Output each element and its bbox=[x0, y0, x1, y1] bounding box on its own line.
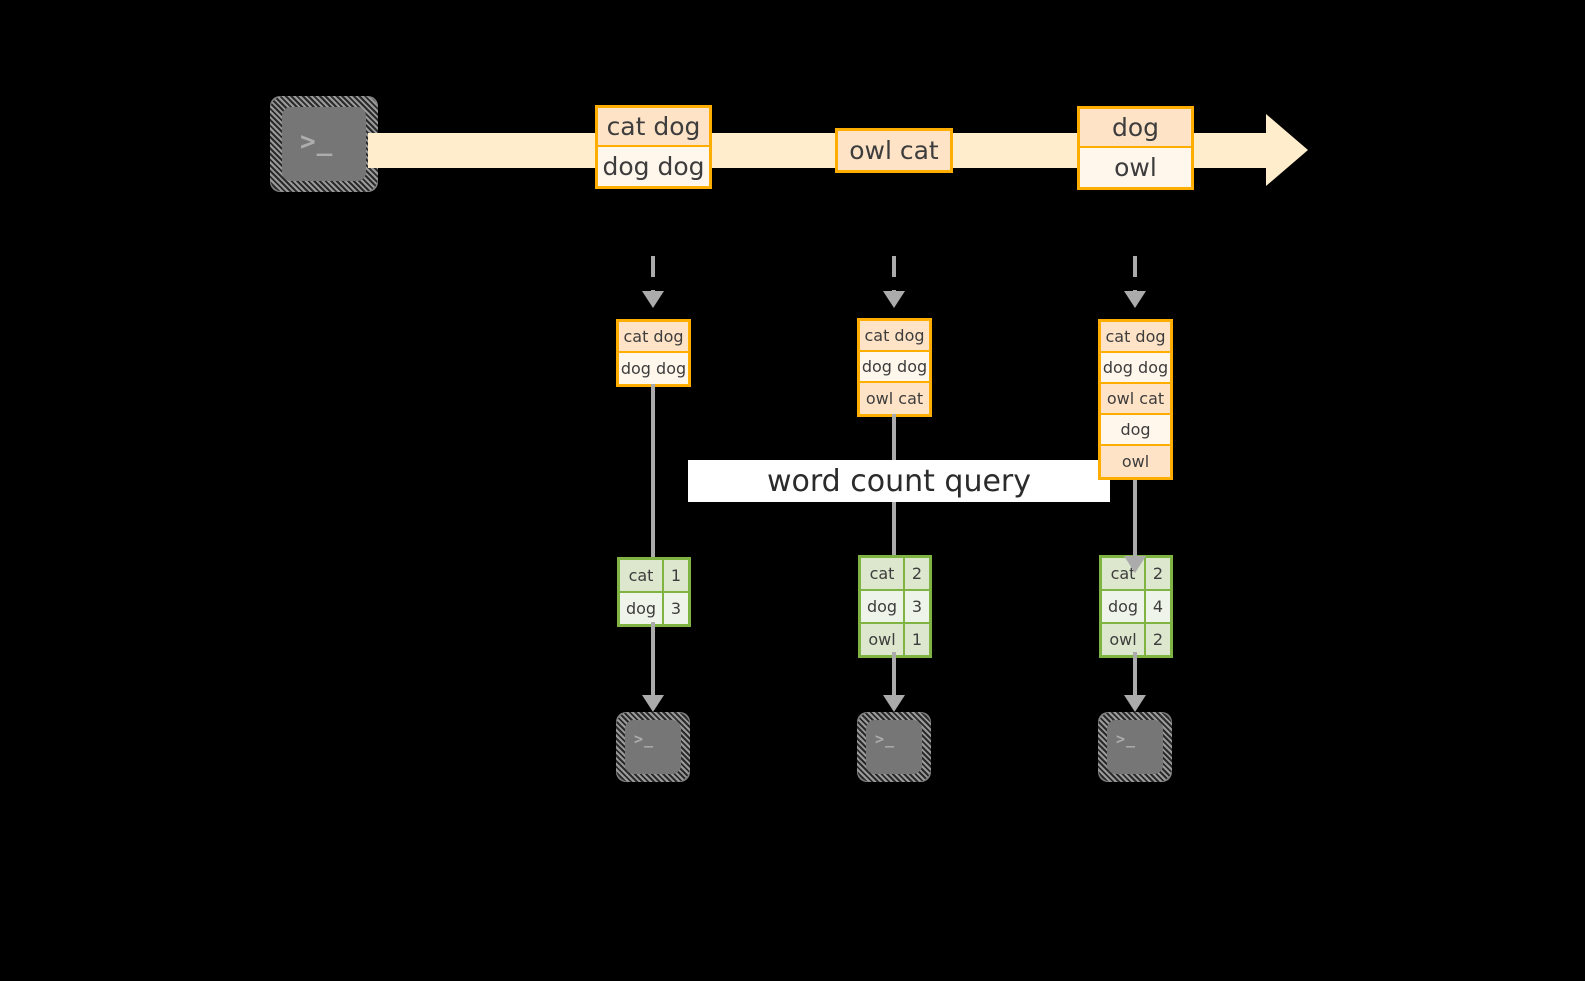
terminal-prompt-glyph: >_ bbox=[300, 127, 334, 157]
count-word: cat bbox=[620, 560, 664, 591]
feed-arrow-head-1 bbox=[642, 291, 664, 308]
stream-record: owl cat bbox=[838, 131, 950, 170]
count-value: 3 bbox=[664, 593, 688, 624]
count-row: dog 4 bbox=[1102, 591, 1170, 624]
sink-connector-line-3 bbox=[1133, 652, 1137, 698]
accumulated-record: cat dog bbox=[619, 322, 688, 353]
query-connector-head-3 bbox=[1124, 556, 1146, 573]
query-label: word count query bbox=[688, 460, 1110, 502]
terminal-sink-icon-3: >_ bbox=[1098, 712, 1172, 782]
accumulated-stack-2[interactable]: cat dog dog dog owl cat bbox=[857, 318, 932, 417]
feed-arrow-line-2 bbox=[892, 256, 896, 292]
stream-record: cat dog bbox=[598, 108, 709, 147]
accumulated-record: dog dog bbox=[860, 352, 929, 383]
count-value: 1 bbox=[664, 560, 688, 591]
accumulated-record: dog dog bbox=[619, 353, 688, 384]
sink-connector-line-1 bbox=[651, 622, 655, 698]
terminal-body bbox=[282, 107, 366, 181]
count-word: dog bbox=[861, 591, 905, 622]
feed-arrow-line-1 bbox=[651, 256, 655, 292]
count-value: 2 bbox=[905, 558, 929, 589]
terminal-body bbox=[625, 720, 681, 774]
count-table-2[interactable]: cat 2 dog 3 owl 1 bbox=[858, 555, 932, 658]
count-value: 1 bbox=[905, 624, 929, 655]
count-word: cat bbox=[861, 558, 905, 589]
stream-record: owl bbox=[1080, 148, 1191, 187]
feed-arrow-head-3 bbox=[1124, 291, 1146, 308]
count-word: owl bbox=[861, 624, 905, 655]
count-row: cat 1 bbox=[620, 560, 688, 593]
accumulated-record: cat dog bbox=[1101, 322, 1170, 353]
count-value: 4 bbox=[1146, 591, 1170, 622]
stream-batch-2[interactable]: owl cat bbox=[835, 128, 953, 173]
count-row: cat 2 bbox=[861, 558, 929, 591]
stream-batch-3[interactable]: dog owl bbox=[1077, 106, 1194, 190]
terminal-producer-icon: >_ bbox=[270, 96, 378, 192]
count-row: dog 3 bbox=[861, 591, 929, 624]
accumulated-record: cat dog bbox=[860, 321, 929, 352]
count-word: owl bbox=[1102, 624, 1146, 655]
sink-connector-head-1 bbox=[642, 695, 664, 712]
stream-batch-1[interactable]: cat dog dog dog bbox=[595, 105, 712, 189]
accumulated-stack-1[interactable]: cat dog dog dog bbox=[616, 319, 691, 387]
accumulated-record: owl cat bbox=[860, 383, 929, 414]
count-row: owl 2 bbox=[1102, 624, 1170, 655]
count-value: 3 bbox=[905, 591, 929, 622]
accumulated-record: owl bbox=[1101, 446, 1170, 477]
count-value: 2 bbox=[1146, 624, 1170, 655]
terminal-sink-icon-2: >_ bbox=[857, 712, 931, 782]
query-connector-line-1 bbox=[651, 384, 655, 562]
count-word: dog bbox=[1102, 591, 1146, 622]
sink-connector-line-2 bbox=[892, 652, 896, 698]
stream-record: dog dog bbox=[598, 147, 709, 186]
terminal-body bbox=[1107, 720, 1163, 774]
accumulated-record: dog dog bbox=[1101, 353, 1170, 384]
count-word: dog bbox=[620, 593, 664, 624]
terminal-sink-icon-1: >_ bbox=[616, 712, 690, 782]
feed-arrow-head-2 bbox=[883, 291, 905, 308]
accumulated-record: owl cat bbox=[1101, 384, 1170, 415]
query-connector-line-3 bbox=[1133, 474, 1137, 562]
event-stream-arrowhead bbox=[1266, 114, 1311, 186]
feed-arrow-line-3 bbox=[1133, 256, 1137, 292]
stream-record: dog bbox=[1080, 109, 1191, 148]
terminal-prompt-glyph: >_ bbox=[634, 730, 655, 748]
count-value: 2 bbox=[1146, 558, 1170, 589]
count-row: owl 1 bbox=[861, 624, 929, 655]
count-table-1[interactable]: cat 1 dog 3 bbox=[617, 557, 691, 627]
sink-connector-head-3 bbox=[1124, 695, 1146, 712]
accumulated-record: dog bbox=[1101, 415, 1170, 446]
count-row: dog 3 bbox=[620, 593, 688, 624]
terminal-prompt-glyph: >_ bbox=[875, 730, 896, 748]
terminal-prompt-glyph: >_ bbox=[1116, 730, 1137, 748]
terminal-body bbox=[866, 720, 922, 774]
accumulated-stack-3[interactable]: cat dog dog dog owl cat dog owl bbox=[1098, 319, 1173, 480]
sink-connector-head-2 bbox=[883, 695, 905, 712]
